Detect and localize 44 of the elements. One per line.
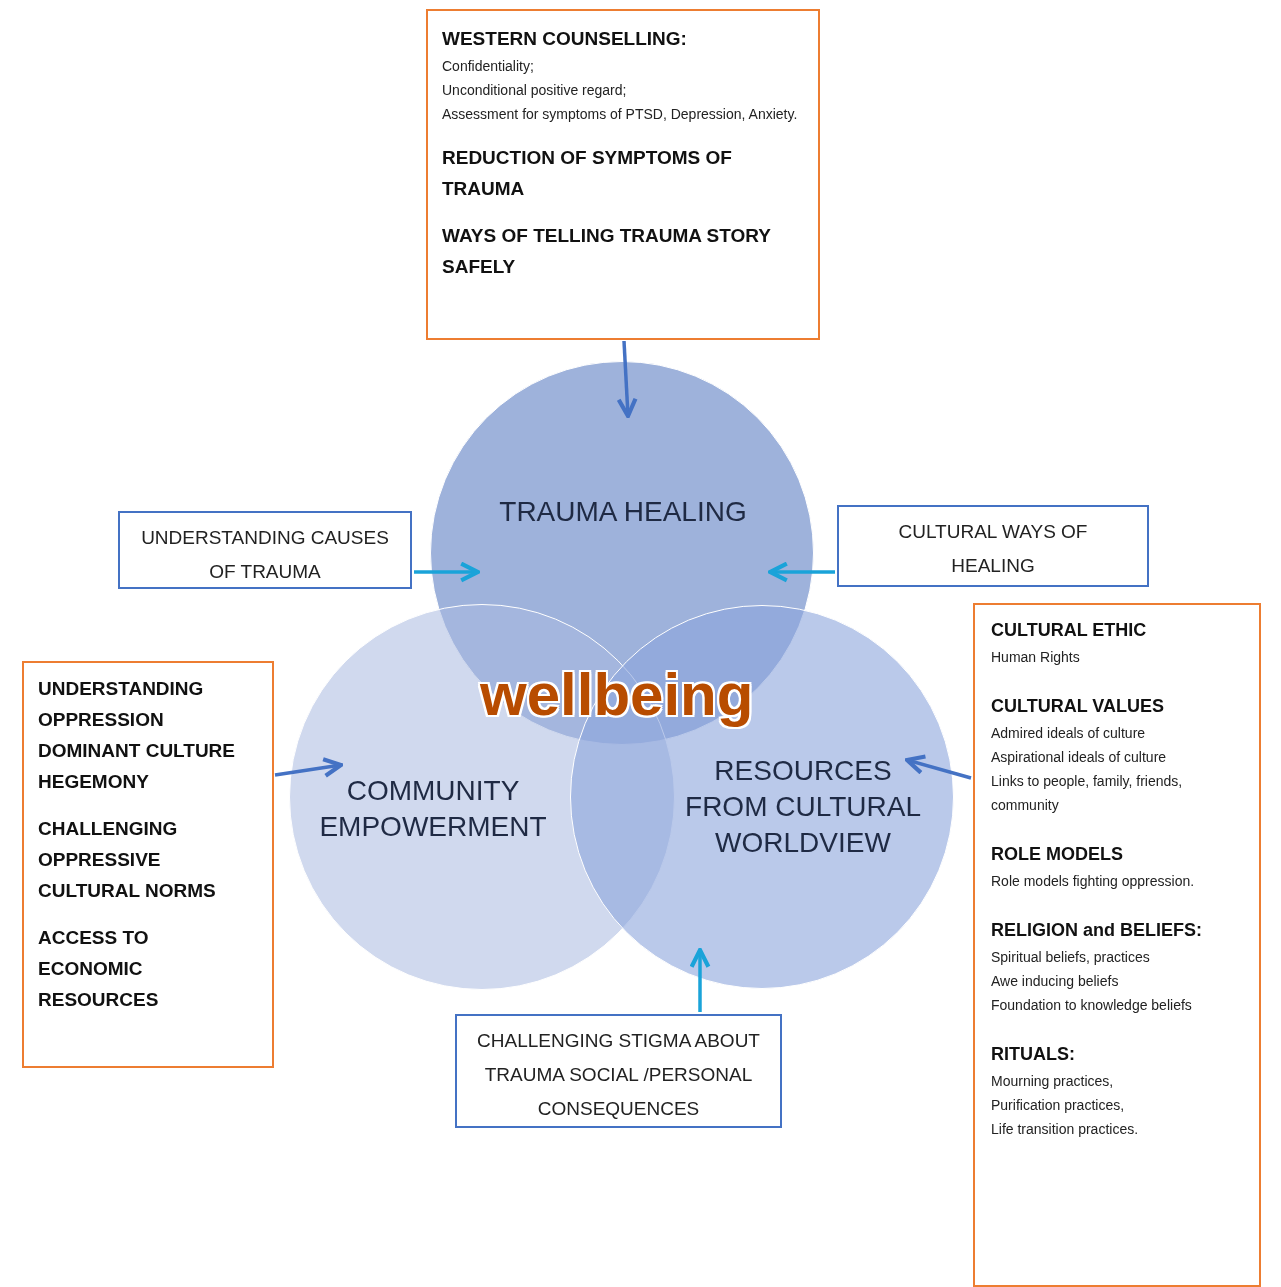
circle-title: RESOURCES FROM CULTURAL WORLDVIEW <box>684 754 922 860</box>
text-box <box>837 505 1149 587</box>
list-item: Foundation to knowledge beliefs <box>991 996 1193 1015</box>
text-box <box>973 603 1261 1287</box>
list-item: Aspirational ideals of culture <box>991 748 1168 767</box>
section-heading: RELIGION and BELIEFS: <box>991 919 1203 942</box>
arrow <box>689 947 711 1012</box>
section-heading: CULTURAL VALUES <box>991 695 1165 718</box>
section-heading: WESTERN COUNSELLING: <box>442 27 688 51</box>
section-heading: RITUALS: <box>991 1043 1076 1066</box>
arrow <box>767 561 835 583</box>
center-word: wellbeing <box>480 660 754 729</box>
box-text: CULTURAL WAYS OF HEALING <box>897 520 1089 578</box>
circle-title: COMMUNITY EMPOWERMENT <box>318 774 548 844</box>
list-item: Unconditional positive regard; <box>442 81 628 100</box>
list-item: Admired ideals of culture <box>991 724 1147 743</box>
circle-title: TRAUMA HEALING <box>498 495 748 529</box>
section-heading: WAYS OF TELLING TRAUMA STORY SAFELY <box>442 224 772 279</box>
list-item: Role models fighting oppression. <box>991 872 1196 891</box>
arrow <box>274 757 344 778</box>
list-item: Confidentiality; <box>442 57 535 76</box>
section-heading: REDUCTION OF SYMPTOMS OF TRAUMA <box>442 146 733 201</box>
list-item: Links to people, family, friends, community <box>991 772 1184 815</box>
list-item: Awe inducing beliefs <box>991 972 1120 991</box>
text-box <box>22 661 274 1068</box>
section-heading: ROLE MODELS <box>991 843 1124 866</box>
box-text: UNDERSTANDING CAUSES OF TRAUMA <box>140 526 390 584</box>
section-heading: ACCESS TO ECONOMIC RESOURCES <box>38 926 160 1012</box>
section-heading: CHALLENGING OPPRESSIVE CULTURAL NORMS <box>38 817 217 903</box>
arrow <box>616 340 638 419</box>
list-item: Spiritual beliefs, practices <box>991 948 1151 967</box>
arrow <box>904 754 972 780</box>
box-text: CHALLENGING STIGMA ABOUT TRAUMA SOCIAL /PERSONAL CONSEQUENCES <box>476 1029 761 1121</box>
list-item: Life transition practices. <box>991 1120 1140 1139</box>
section-heading: UNDERSTANDING OPPRESSION DOMINANT CULTURE HEGEMONY <box>38 677 236 794</box>
text-box <box>455 1014 782 1128</box>
section-heading: CULTURAL ETHIC <box>991 619 1148 642</box>
list-item: Assessment for symptoms of PTSD, Depression, Anxiety. <box>442 105 799 124</box>
list-item: Purification practices, <box>991 1096 1126 1115</box>
text-box <box>426 9 820 340</box>
list-item: Human Rights <box>991 648 1081 667</box>
arrow <box>414 561 481 583</box>
list-item: Mourning practices, <box>991 1072 1115 1091</box>
text-box <box>118 511 412 589</box>
